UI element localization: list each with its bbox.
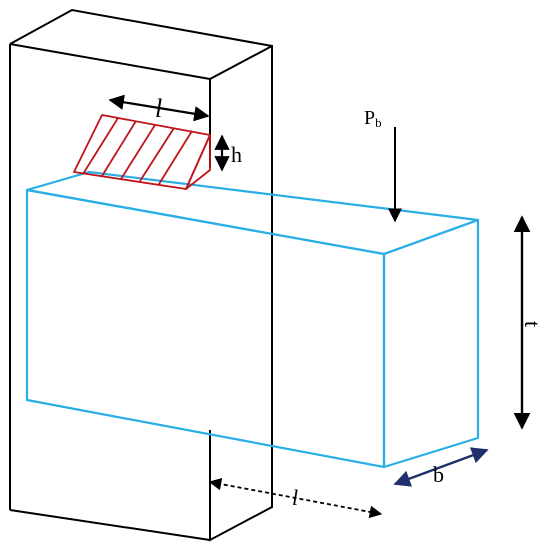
thickness-label: t — [520, 321, 542, 327]
lever-length-arrow — [208, 477, 383, 519]
weld-length-label: l — [155, 94, 162, 123]
beam — [25, 170, 480, 469]
weld-length-arrow — [108, 94, 210, 122]
width-arrow — [393, 447, 489, 487]
load-label: Pb — [364, 107, 382, 130]
weld-height-label: h — [231, 142, 242, 167]
fillet-weld — [73, 114, 211, 190]
lever-length-label: l — [292, 485, 298, 510]
width-label: b — [433, 462, 444, 487]
support-plate — [9, 8, 273, 542]
